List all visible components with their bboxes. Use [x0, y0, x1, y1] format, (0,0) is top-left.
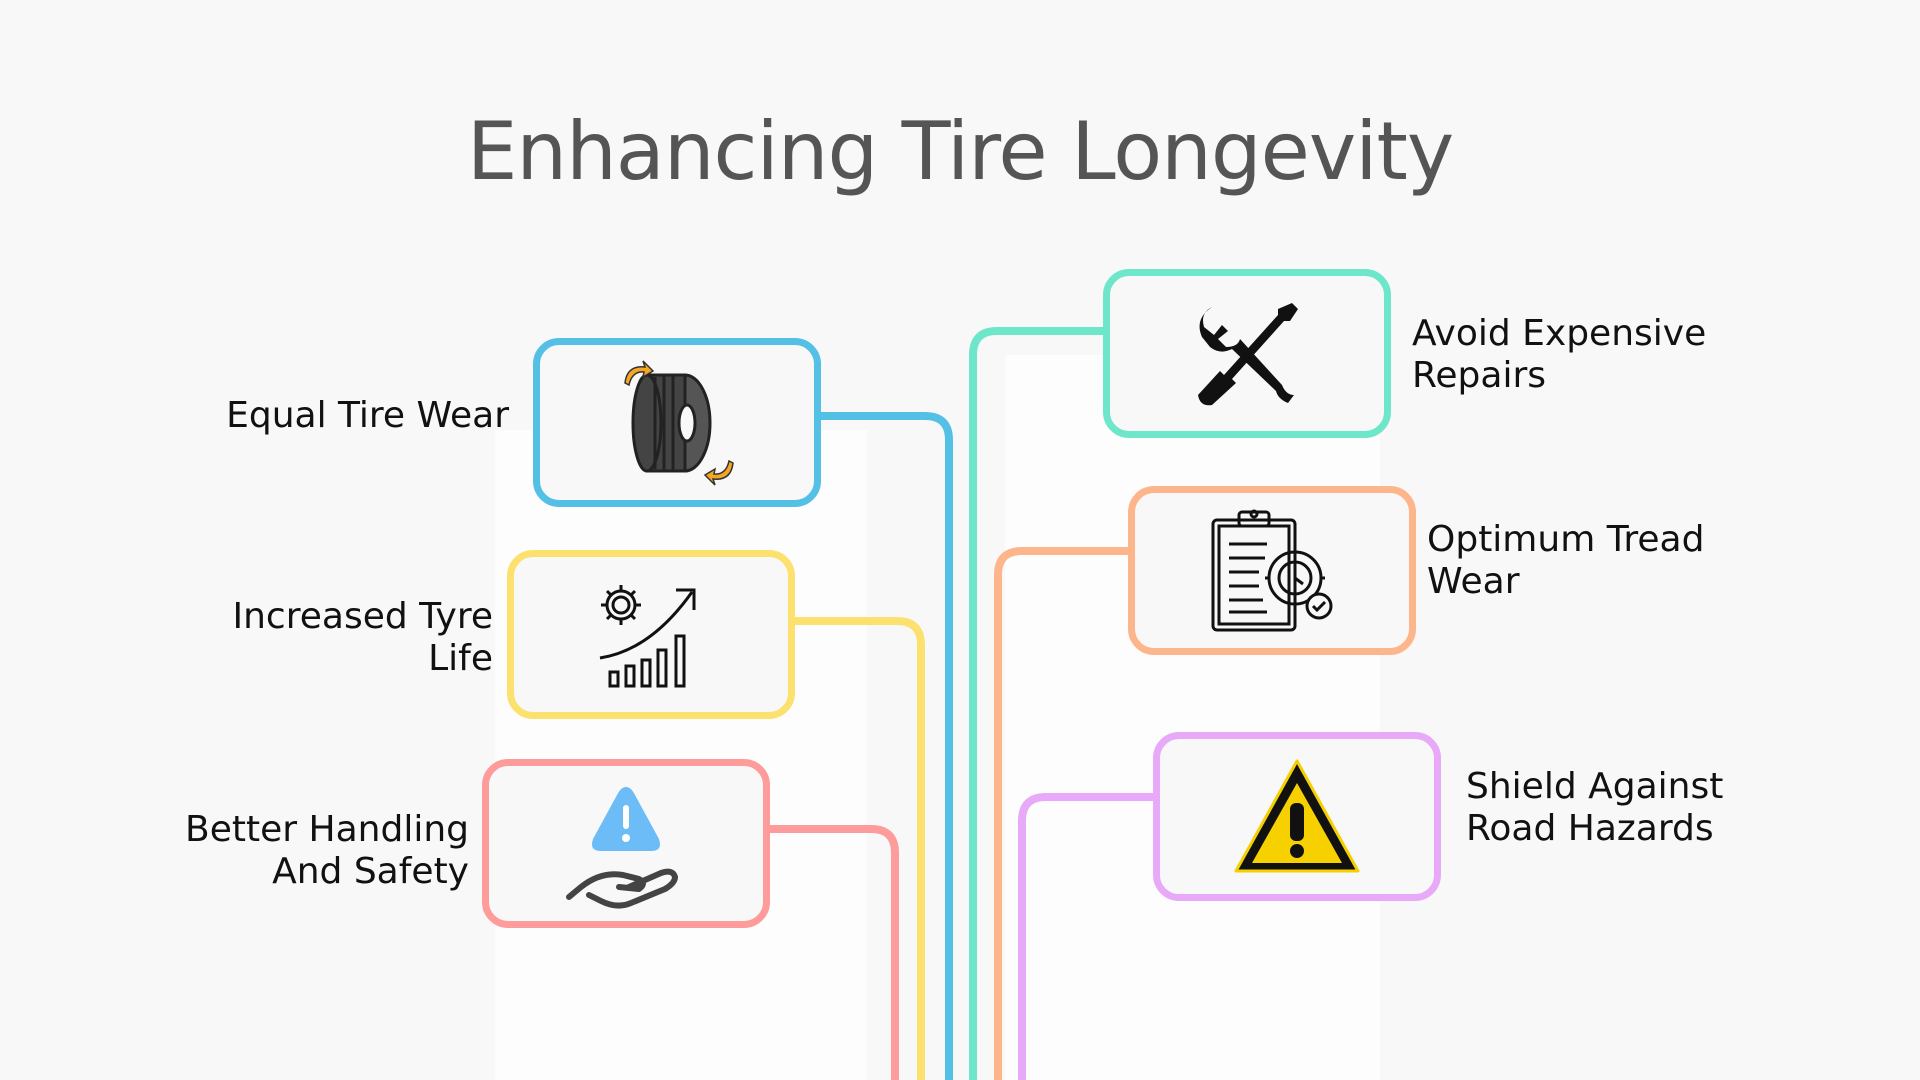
label-line: Wear — [1427, 561, 1520, 602]
growth-chart-gear-icon — [599, 584, 696, 687]
equal-tire-wear-label: Equal Tire Wear — [226, 395, 509, 437]
label-line: Increased Tyre — [232, 596, 494, 637]
equal-tire-wear-card — [533, 338, 821, 507]
label-line: Better Handling — [185, 809, 469, 850]
optimum-tread-wear-card — [1128, 486, 1416, 655]
increased-tyre-life-card — [507, 550, 795, 719]
connector-yellow — [792, 617, 925, 1080]
warning-triangle-icon — [1234, 759, 1360, 872]
clipboard-gauge-icon — [1211, 509, 1333, 631]
label-line: And Safety — [272, 851, 469, 892]
label-line: Life — [428, 638, 493, 679]
shield-road-hazards-label: Shield Against Road Hazards — [1466, 766, 1723, 850]
tire-rotation-icon — [624, 359, 734, 486]
increased-tyre-life-label: Increased Tyre Life — [233, 596, 494, 680]
label-line: Avoid Expensive — [1412, 313, 1707, 354]
label-line: Repairs — [1412, 355, 1547, 396]
connector-orange — [994, 547, 1128, 1080]
connector-purple — [1018, 793, 1153, 1080]
label-line: Shield Against — [1466, 766, 1724, 807]
avoid-expensive-repairs-card — [1103, 269, 1391, 438]
background-panel-right — [1005, 355, 1380, 1080]
connector-teal — [969, 327, 1103, 1080]
optimum-tread-wear-label: Optimum Tread Wear — [1427, 519, 1704, 603]
label-line: Equal Tire Wear — [226, 395, 509, 436]
avoid-expensive-repairs-label: Avoid Expensive Repairs — [1412, 313, 1706, 397]
shield-road-hazards-card — [1153, 732, 1441, 901]
label-line: Road Hazards — [1466, 808, 1714, 849]
hand-warning-icon — [566, 786, 678, 909]
connector-red — [767, 825, 899, 1080]
background-panel-left — [495, 430, 867, 1080]
connector-blue — [818, 412, 953, 1080]
page-title: Enhancing Tire Longevity — [466, 105, 1454, 198]
better-handling-card — [482, 759, 770, 928]
label-line: Optimum Tread — [1427, 519, 1705, 560]
better-handling-label: Better Handling And Safety — [185, 809, 469, 893]
wrench-screwdriver-icon — [1198, 302, 1298, 405]
